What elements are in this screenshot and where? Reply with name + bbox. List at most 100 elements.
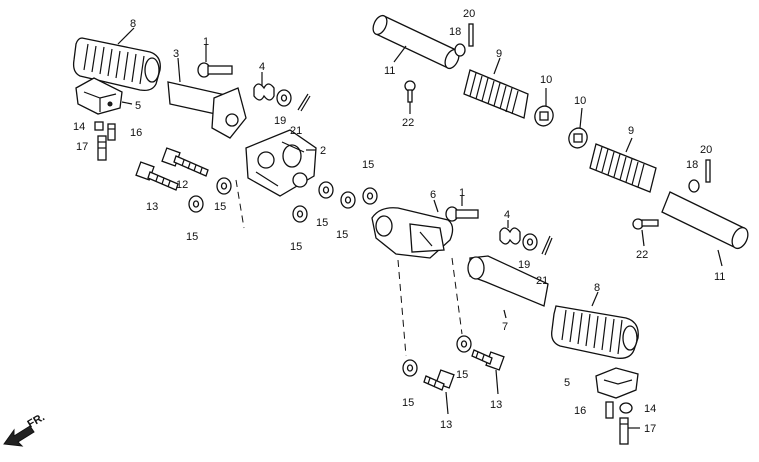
label-8-left: 8 — [130, 18, 136, 30]
label-16-right: 16 — [574, 405, 586, 417]
cotter-pin-21-right — [541, 235, 553, 256]
label-2: 2 — [320, 145, 326, 157]
leader-11b — [717, 249, 723, 267]
footpeg-bracket-left — [75, 77, 123, 115]
label-12: 12 — [176, 179, 188, 191]
label-20-upper: 20 — [463, 8, 475, 20]
label-9-right: 9 — [628, 125, 634, 137]
label-15-c: 15 — [290, 241, 302, 253]
leader-8a — [117, 27, 135, 45]
label-19-left: 19 — [274, 115, 286, 127]
spring-left — [253, 83, 275, 101]
label-1-right: 1 — [459, 187, 465, 199]
front-indicator-label: FR. — [26, 411, 47, 430]
leader-6 — [433, 199, 439, 213]
footpeg-arm-right — [467, 255, 549, 307]
label-6: 6 — [430, 189, 436, 201]
label-1-left: 1 — [203, 36, 209, 48]
leader-9b — [625, 137, 633, 153]
label-8-right: 8 — [594, 282, 600, 294]
rubber-9-right — [589, 143, 657, 193]
leader-22b — [641, 229, 645, 247]
bolt-13-right — [471, 349, 505, 371]
footpeg-rubber-left — [72, 37, 161, 92]
pivot-pin-right — [445, 206, 479, 222]
label-15-f: 15 — [362, 159, 374, 171]
label-22-upper: 22 — [402, 117, 414, 129]
label-11-right: 11 — [714, 271, 725, 283]
washer-15-b — [188, 195, 204, 213]
leader-8b — [591, 291, 599, 307]
label-15-d: 15 — [316, 217, 328, 229]
label-14-right: 14 — [644, 403, 656, 415]
rubber-9-upper — [463, 69, 529, 119]
cotter-pin-21-left — [297, 93, 311, 112]
dashed-guide-center — [397, 259, 407, 357]
washer-10-upper — [534, 105, 554, 127]
footpeg-holder-plate-right — [371, 207, 454, 259]
nut-14-right — [619, 402, 633, 414]
footpeg-holder-plate — [245, 129, 317, 197]
pivot-pin-left — [197, 62, 233, 78]
leader-3 — [177, 57, 181, 83]
clevis-pin-22-right — [632, 218, 659, 230]
label-20-right: 20 — [700, 144, 712, 156]
bolt-13-left — [135, 161, 179, 191]
front-arrow-icon — [3, 425, 35, 447]
label-15-e: 15 — [336, 229, 348, 241]
label-17-left: 17 — [76, 141, 88, 153]
footpeg-rubber-right — [551, 305, 639, 359]
label-10-upper: 10 — [540, 74, 552, 86]
leader-9a — [493, 57, 501, 75]
label-15-h: 15 — [402, 397, 414, 409]
label-19-right: 19 — [518, 259, 530, 271]
label-4-right: 4 — [504, 209, 510, 221]
label-21-left: 21 — [290, 125, 302, 137]
bolt-16-left — [107, 123, 116, 141]
leader-5a — [121, 101, 133, 105]
label-15-g: 15 — [456, 369, 468, 381]
label-5-right: 5 — [564, 377, 570, 389]
label-13-right: 13 — [490, 399, 502, 411]
bolt-13-center — [423, 369, 455, 391]
footpeg-pipe-right — [661, 191, 749, 250]
label-14-left: 14 — [73, 121, 85, 133]
washer-15-c — [292, 205, 308, 223]
leader-13b — [445, 391, 449, 415]
washer-15-d — [318, 181, 334, 199]
label-13-center: 13 — [440, 419, 452, 431]
washer-19-left — [276, 89, 292, 107]
leader-10b — [579, 107, 583, 129]
label-4-left: 4 — [259, 61, 265, 73]
washer-15-a — [216, 177, 232, 195]
label-11-upper: 11 — [384, 65, 395, 77]
washer-15-g — [456, 335, 472, 353]
label-18-right: 18 — [686, 159, 698, 171]
dashed-guide-left — [235, 179, 245, 229]
washer-10-right — [568, 127, 588, 149]
label-17-right: 17 — [644, 423, 656, 435]
washer-15-h — [402, 359, 418, 377]
spring-right — [499, 227, 521, 245]
bolt-17-left — [97, 135, 107, 161]
label-5-left: 5 — [135, 100, 141, 112]
washer-19-right — [522, 233, 538, 251]
label-3: 3 — [173, 48, 179, 60]
leader-7 — [503, 309, 507, 319]
label-10-right: 10 — [574, 95, 586, 107]
dashed-guide-right — [451, 257, 463, 335]
bolt-16-right — [605, 401, 614, 419]
washer-18-upper — [454, 43, 466, 57]
leader-11a — [393, 45, 407, 63]
washer-18-right — [688, 179, 700, 193]
nut-14-left — [94, 121, 104, 131]
label-9-upper: 9 — [496, 48, 502, 60]
label-13-left: 13 — [146, 201, 158, 213]
clevis-pin-22-upper — [404, 80, 416, 103]
label-7: 7 — [502, 321, 508, 333]
washer-15-e — [340, 191, 356, 209]
leader-13c — [495, 369, 499, 395]
label-21-right: 21 — [536, 275, 548, 287]
footpeg-pipe-upper — [372, 14, 460, 70]
